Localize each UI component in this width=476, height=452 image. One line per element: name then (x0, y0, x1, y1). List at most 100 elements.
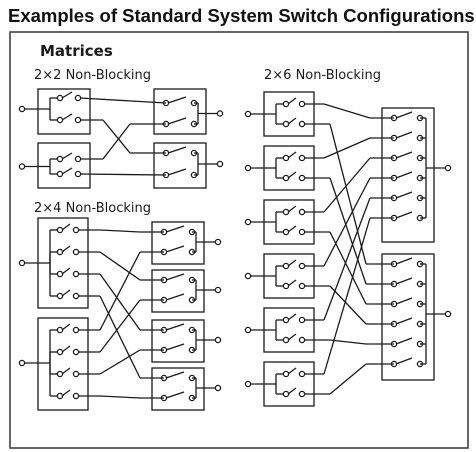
pole-contact (56, 155, 64, 163)
matrix-label-2x2: 2×2 Non-Blocking (34, 68, 151, 83)
pole-contact (282, 370, 290, 378)
switch-blade (61, 345, 71, 353)
input-terminal (18, 163, 26, 170)
throw-contact (298, 120, 306, 128)
switch-blade (61, 323, 71, 331)
cross-wire (323, 137, 371, 159)
pole-contact (56, 326, 64, 334)
switch-blade (61, 389, 71, 397)
switch-blade (61, 91, 73, 99)
throw-contact (72, 226, 80, 234)
pole-contact (282, 282, 290, 290)
switch-box-2x4-out-1 (151, 221, 205, 265)
cross-wire (329, 177, 367, 285)
cross-wire (99, 251, 141, 281)
throw-contact (298, 316, 306, 324)
switch-box-2x6-out-2 (381, 253, 435, 381)
switch-blade (61, 223, 71, 231)
cross-wire (99, 349, 141, 375)
switch-blade (167, 146, 187, 154)
input-terminal (244, 380, 252, 388)
switch-blade (61, 267, 71, 275)
pole-contact (282, 154, 290, 162)
page-title: Examples of Standard System Switch Confi… (8, 5, 475, 26)
switch-blade (165, 245, 185, 253)
pole-contact (282, 208, 290, 216)
pole-contact (282, 336, 290, 344)
switch-blade (167, 168, 187, 176)
throw-contact (298, 208, 306, 216)
throw-contact (74, 170, 82, 178)
switch-blade (167, 96, 187, 104)
throw-contact (72, 270, 80, 278)
cross-wire (323, 103, 371, 119)
cross-wire (99, 295, 141, 379)
pole-contact (282, 174, 290, 182)
switch-blade (395, 257, 413, 265)
throw-contact (298, 174, 306, 182)
output-terminal (444, 164, 452, 172)
switch-blade (165, 273, 185, 281)
throw-contact (72, 248, 80, 256)
switch-box-2x4-in-2 (37, 317, 89, 411)
pole-contact (56, 248, 64, 256)
cross-wire (99, 251, 141, 331)
cross-wire (323, 217, 371, 375)
output-terminal (214, 238, 222, 246)
throw-contact (74, 94, 82, 102)
cross-wire (329, 285, 367, 325)
cross-wire (99, 229, 141, 233)
cross-wire (99, 299, 141, 353)
pole-contact (56, 116, 64, 124)
schematic-layer (18, 88, 452, 411)
output-terminal (216, 160, 224, 168)
diagram-frame (9, 31, 469, 449)
throw-contact (298, 228, 306, 236)
switch-box-2x2-in-1 (37, 88, 91, 135)
pole-contact (282, 316, 290, 324)
switch-box-2x6-out-1 (381, 107, 435, 243)
input-terminal (244, 272, 252, 280)
switch-blade (395, 191, 413, 199)
switch-box-2x4-out-4 (151, 367, 205, 411)
throw-contact (72, 292, 80, 300)
switch-blade (287, 171, 297, 179)
switch-blade (165, 343, 185, 351)
cross-wire (323, 157, 371, 213)
output-terminal (214, 286, 222, 294)
throw-contact (72, 370, 80, 378)
input-terminal (18, 105, 26, 113)
pole-contact (56, 94, 64, 102)
output-terminal (214, 336, 222, 344)
switch-blade (287, 205, 297, 213)
switch-blade (287, 225, 297, 233)
cross-wire (79, 173, 167, 176)
switch-blade (61, 289, 71, 297)
throw-contact (298, 262, 306, 270)
cross-wire (329, 363, 367, 395)
switch-blade (61, 152, 73, 160)
switch-blade (61, 245, 71, 253)
switch-blade (61, 167, 73, 175)
throw-contact (298, 370, 306, 378)
cross-wire (329, 339, 367, 345)
output-terminal (214, 384, 222, 392)
input-terminal (18, 359, 26, 367)
pole-contact (56, 270, 64, 278)
switch-blade (395, 131, 413, 139)
switch-blade (395, 151, 413, 159)
pole-contact (56, 370, 64, 378)
pole-contact (56, 348, 64, 356)
throw-contact (298, 154, 306, 162)
cross-wire (79, 97, 167, 104)
switch-box-2x2-out-2 (153, 142, 207, 189)
cross-wire (99, 273, 141, 331)
pole-contact (282, 390, 290, 398)
switch-box-2x2-in-2 (37, 142, 91, 189)
input-terminal (244, 218, 252, 226)
pole-contact (282, 262, 290, 270)
switch-blade (61, 367, 71, 375)
pole-contact (282, 228, 290, 236)
pole-contact (56, 170, 64, 178)
